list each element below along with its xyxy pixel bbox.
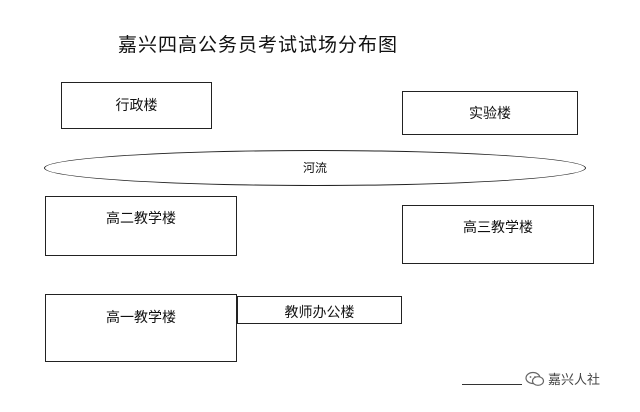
- river-ellipse: 河流: [44, 150, 586, 186]
- building-grade1: 高一教学楼: [45, 294, 237, 362]
- building-grade2: 高二教学楼: [45, 196, 237, 256]
- wechat-icon: [525, 371, 545, 387]
- building-lab: 实验楼: [402, 91, 578, 135]
- decorative-line: [462, 384, 522, 385]
- page-title: 嘉兴四高公务员考试试场分布图: [118, 34, 399, 56]
- building-admin: 行政楼: [61, 82, 212, 129]
- building-grade3: 高三教学楼: [402, 205, 594, 264]
- watermark: 嘉兴人社: [525, 369, 600, 388]
- building-teachers-office: 教师办公楼: [237, 296, 402, 324]
- watermark-text: 嘉兴人社: [548, 373, 601, 388]
